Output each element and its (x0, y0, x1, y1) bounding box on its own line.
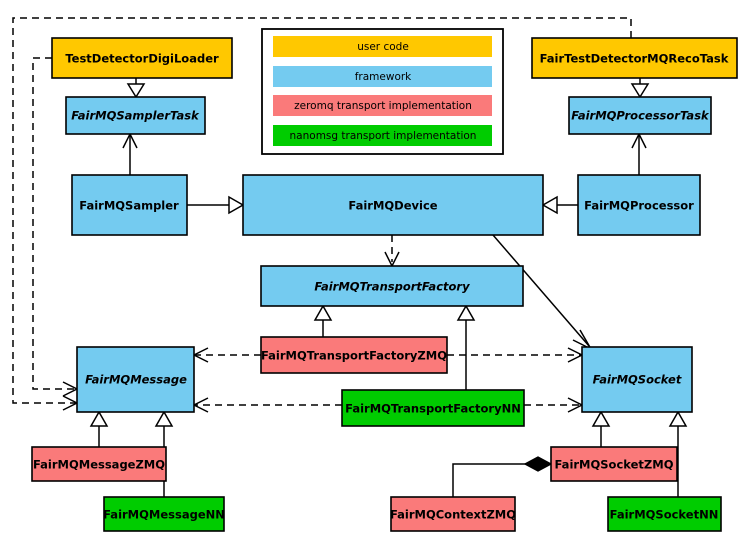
edge-factoryzmq-socket (447, 347, 584, 363)
class-node-TestDetectorDigiLoader[interactable]: TestDetectorDigiLoader (51, 37, 233, 79)
edge-sampler-device (187, 195, 245, 215)
edge-factorynn-socket (524, 397, 584, 413)
class-box-fill (103, 496, 225, 532)
legend-label-nanomsg: nanomsg transport implementation (290, 130, 477, 142)
class-label-FairMQProcessor: FairMQProcessor (584, 199, 694, 213)
legend-swatch-user-code (273, 36, 492, 57)
edge-contextzmq-socketzmq (452, 456, 553, 497)
class-label-FairMQDevice: FairMQDevice (348, 199, 437, 213)
edge-socketzmq-socket (591, 410, 611, 447)
class-box-fill (51, 37, 233, 79)
class-box-fill (65, 96, 206, 135)
class-label-FairMQProcessorTask: FairMQProcessorTask (571, 109, 710, 123)
class-box-fill (71, 174, 188, 236)
edge-factorynn-factory (456, 304, 476, 390)
edge-factoryzmq-message (192, 347, 261, 363)
class-node-FairMQProcessorTask[interactable]: FairMQProcessorTask (568, 96, 712, 135)
class-node-FairMQTransportFactoryZMQ[interactable]: FairMQTransportFactoryZMQ (260, 336, 448, 374)
class-box-fill (341, 389, 525, 427)
class-label-FairMQSocket: FairMQSocket (593, 373, 682, 387)
class-box-fill (577, 174, 701, 236)
class-label-FairMQTransportFactoryZMQ: FairMQTransportFactoryZMQ (261, 349, 447, 363)
legend-label-framework: framework (355, 71, 412, 83)
class-box-fill (607, 496, 722, 532)
class-node-FairMQMessage[interactable]: FairMQMessage (76, 346, 195, 413)
edge-sampler-samplertask (122, 132, 138, 175)
legend-label-user-code: user code (357, 41, 409, 53)
class-label-FairMQSamplerTask: FairMQSamplerTask (71, 109, 200, 123)
legend-item-nanomsg: nanomsg transport implementation (273, 125, 492, 146)
class-node-FairMQSampler[interactable]: FairMQSampler (71, 174, 188, 236)
legend-label-zeromq: zeromq transport implementation (294, 100, 472, 112)
legend: user code framework zeromq transport imp… (261, 28, 504, 155)
class-label-FairTestDetectorMQRecoTask: FairTestDetectorMQRecoTask (540, 52, 729, 66)
class-node-FairMQSamplerTask[interactable]: FairMQSamplerTask (65, 96, 206, 135)
class-node-FairMQContextZMQ[interactable]: FairMQContextZMQ (390, 496, 516, 532)
class-label-FairMQTransportFactory: FairMQTransportFactory (314, 280, 470, 294)
legend-swatch-zeromq (273, 95, 492, 116)
class-box-fill (390, 496, 516, 532)
class-node-FairMQSocketZMQ[interactable]: FairMQSocketZMQ (550, 446, 678, 482)
class-box-fill (242, 174, 544, 236)
class-box-fill (531, 37, 738, 79)
legend-item-user-code: user code (273, 36, 492, 57)
edge-socketnn-socket (668, 410, 688, 497)
class-node-FairMQMessageNN[interactable]: FairMQMessageNN (103, 496, 225, 532)
class-label-FairMQTransportFactoryNN: FairMQTransportFactoryNN (345, 402, 521, 416)
class-label-FairMQSampler: FairMQSampler (79, 199, 179, 213)
legend-item-zeromq: zeromq transport implementation (273, 95, 492, 116)
class-box-fill (76, 346, 195, 413)
class-label-FairMQMessageNN: FairMQMessageNN (103, 508, 225, 522)
class-box-fill (568, 96, 712, 135)
edge-messagezmq-message (89, 410, 109, 447)
class-node-FairMQTransportFactory[interactable]: FairMQTransportFactory (260, 265, 524, 307)
legend-item-framework: framework (273, 66, 492, 87)
class-label-FairMQSocketZMQ: FairMQSocketZMQ (555, 458, 674, 472)
class-label-FairMQMessage: FairMQMessage (85, 373, 187, 387)
class-label-TestDetectorDigiLoader: TestDetectorDigiLoader (65, 52, 219, 66)
edge-factorynn-message (192, 397, 342, 413)
edge-processor-processortask (631, 132, 647, 175)
edge-factoryzmq-factory (313, 304, 333, 337)
class-node-FairMQDevice[interactable]: FairMQDevice (242, 174, 544, 236)
class-node-FairMQTransportFactoryNN[interactable]: FairMQTransportFactoryNN (341, 389, 525, 427)
legend-swatch-framework (273, 66, 492, 87)
class-node-FairMQMessageZMQ[interactable]: FairMQMessageZMQ (31, 446, 167, 482)
class-node-FairMQSocket[interactable]: FairMQSocket (581, 346, 693, 413)
legend-swatch-nanomsg (273, 125, 492, 146)
node-layer: TestDetectorDigiLoader FairTestDetectorM… (31, 37, 738, 532)
edge-device-transportfactory (384, 235, 400, 268)
edge-recotask-processortask (630, 78, 650, 99)
class-label-FairMQMessageZMQ: FairMQMessageZMQ (33, 458, 165, 472)
class-node-FairTestDetectorMQRecoTask[interactable]: FairTestDetectorMQRecoTask (531, 37, 738, 79)
class-node-FairMQProcessor[interactable]: FairMQProcessor (577, 174, 701, 236)
class-box-fill (550, 446, 678, 482)
class-box-fill (31, 446, 167, 482)
class-box-fill (260, 265, 524, 307)
class-label-FairMQSocketNN: FairMQSocketNN (610, 508, 719, 522)
class-label-FairMQContextZMQ: FairMQContextZMQ (390, 508, 516, 522)
class-node-FairMQSocketNN[interactable]: FairMQSocketNN (607, 496, 722, 532)
edge-processor-device (541, 195, 578, 215)
class-box-fill (581, 346, 693, 413)
class-box-fill (260, 336, 448, 374)
edge-digiloader-samplertask (126, 78, 146, 99)
